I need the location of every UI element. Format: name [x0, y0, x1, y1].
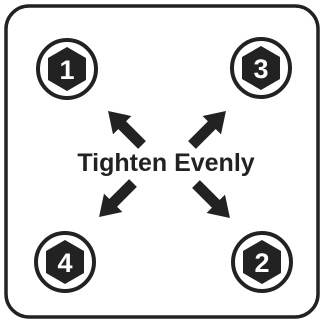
bolt-3-hex-icon [242, 46, 280, 90]
bolt-1-marker: 1 [36, 38, 98, 100]
bolt-2-number: 2 [254, 248, 269, 278]
bolt-2-marker: 2 [231, 231, 293, 293]
bolt-1-hex-icon [48, 47, 86, 91]
bolt-3-marker: 3 [230, 37, 292, 99]
bolt-4-marker: 4 [34, 231, 96, 293]
bolt-3-number: 3 [253, 54, 268, 84]
bolt-1-number: 1 [59, 55, 74, 85]
bolt-4-hex-icon [46, 240, 84, 284]
instruction-caption: Tighten Evenly [77, 149, 254, 177]
bolt-2-hex-icon [243, 240, 281, 284]
bolt-4-number: 4 [57, 248, 72, 278]
